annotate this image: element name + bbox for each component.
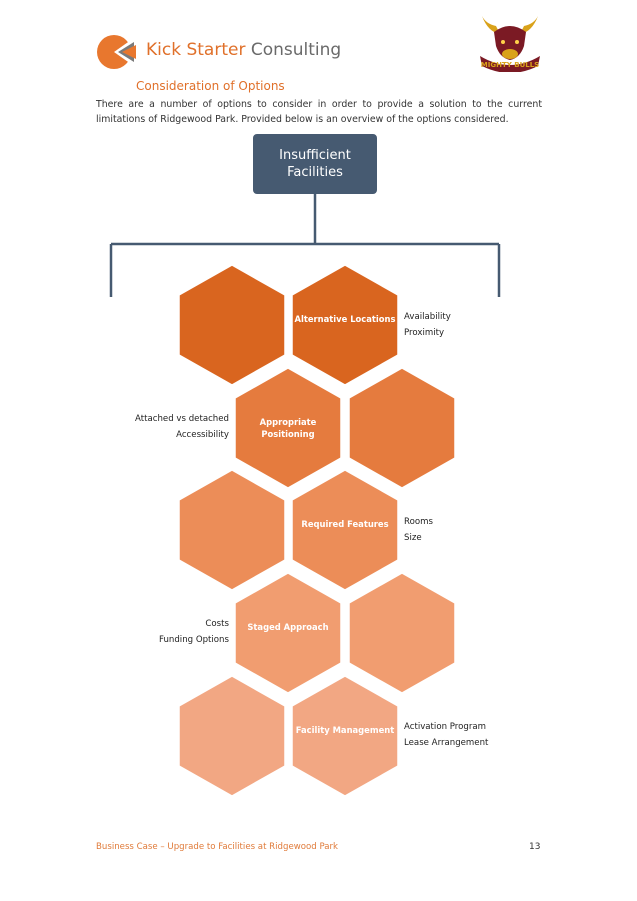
option-hexagon [291, 469, 399, 591]
hex-label-alternative-locations: Alternative Locations [294, 314, 396, 324]
option-hexagon [291, 675, 399, 797]
connector-lines [109, 194, 501, 297]
note-item: Accessibility [176, 430, 229, 440]
company-name: Kick Starter Consulting [146, 40, 342, 60]
note-item: Costs [205, 619, 229, 629]
hex-label-required-features: Required Features [301, 519, 389, 529]
page-number: 13 [529, 842, 541, 852]
hex-label-staged-approach: Staged Approach [247, 622, 329, 632]
footer-text: Business Case – Upgrade to Facilities at… [96, 842, 339, 852]
note-item: Availability [404, 312, 451, 322]
intro-line-1: There are a number of options to conside… [96, 99, 542, 110]
decorative-hexagon [178, 469, 286, 591]
notes-staged-approach: Costs Funding Options [159, 616, 229, 648]
decorative-hexagon [178, 675, 286, 797]
note-item: Rooms [404, 517, 433, 527]
root-issue-box: Insufficient Facilities [253, 134, 377, 194]
intro-line-2: limitations of Ridgewood Park. Provided … [96, 114, 509, 125]
company-logo-icon [97, 35, 136, 69]
notes-appropriate-positioning: Attached vs detached Accessibility [135, 411, 229, 443]
note-item: Activation Program [404, 722, 487, 732]
decorative-hexagon [178, 264, 286, 386]
hex-label-facility-management: Facility Management [295, 725, 395, 735]
intro-paragraph: There are a number of options to conside… [96, 97, 542, 127]
note-item: Funding Options [158, 635, 229, 645]
section-title: Consideration of Options [136, 79, 285, 93]
notes-facility-management: Activation Program Lease Arrangement [404, 719, 488, 751]
notes-required-features: Rooms Size [404, 514, 433, 546]
note-item: Attached vs detached [135, 414, 229, 424]
team-logo-text: MIGHTY BULLS [481, 61, 539, 69]
notes-alternative-locations: Availability Proximity [404, 309, 451, 341]
mighty-bulls-logo-icon: MIGHTY BULLS [480, 16, 540, 72]
option-hexagon [291, 264, 399, 386]
note-item: Size [404, 533, 422, 543]
note-item: Proximity [404, 328, 445, 338]
note-item: Lease Arrangement [404, 738, 489, 748]
decorative-hexagon [348, 572, 456, 694]
option-hexagon [234, 367, 342, 489]
hex-label-appropriate-positioning: Appropriate Positioning [259, 417, 317, 439]
option-hexagon [234, 572, 342, 694]
decorative-hexagon [348, 367, 456, 489]
